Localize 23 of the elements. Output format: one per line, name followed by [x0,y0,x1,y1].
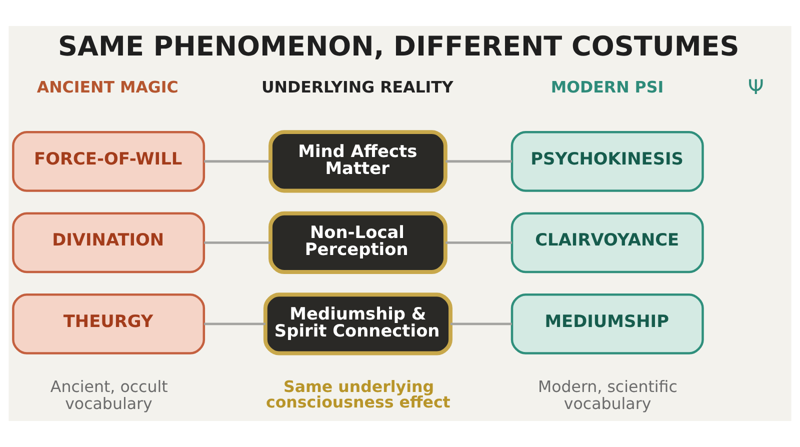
label: MODERN PSI [550,77,664,96]
label: Modern, scientific vocabulary [538,376,678,413]
node-box: MEDIUMSHIP [510,293,704,354]
connector [204,160,270,163]
connector [446,241,512,244]
label: UNDERLYING REALITY [261,77,454,96]
node-box: FORCE-OF-WILL [12,130,206,192]
diagram-title: SAME PHENOMENON, DIFFERENT COSTUMES [58,32,740,63]
connector [450,322,512,326]
node-box: PSYCHOKINESIS [510,130,704,192]
node-box: DIVINATION [12,212,206,274]
connector [446,160,512,163]
connector [204,322,266,326]
label: ANCIENT MAGIC [36,77,178,96]
connector [204,241,270,244]
node-box: CLAIRVOYANCE [510,212,704,274]
label: Ψ [748,75,764,100]
node-box: Mind Affects Matter [268,130,448,193]
label: Ancient, occult vocabulary [50,376,168,413]
label: Same underlying consciousness effect [266,376,450,412]
node-box: THEURGY [12,293,206,354]
node-box: Non-Local Perception [268,211,448,274]
node-box: Mediumship & Spirit Connection [263,292,452,356]
